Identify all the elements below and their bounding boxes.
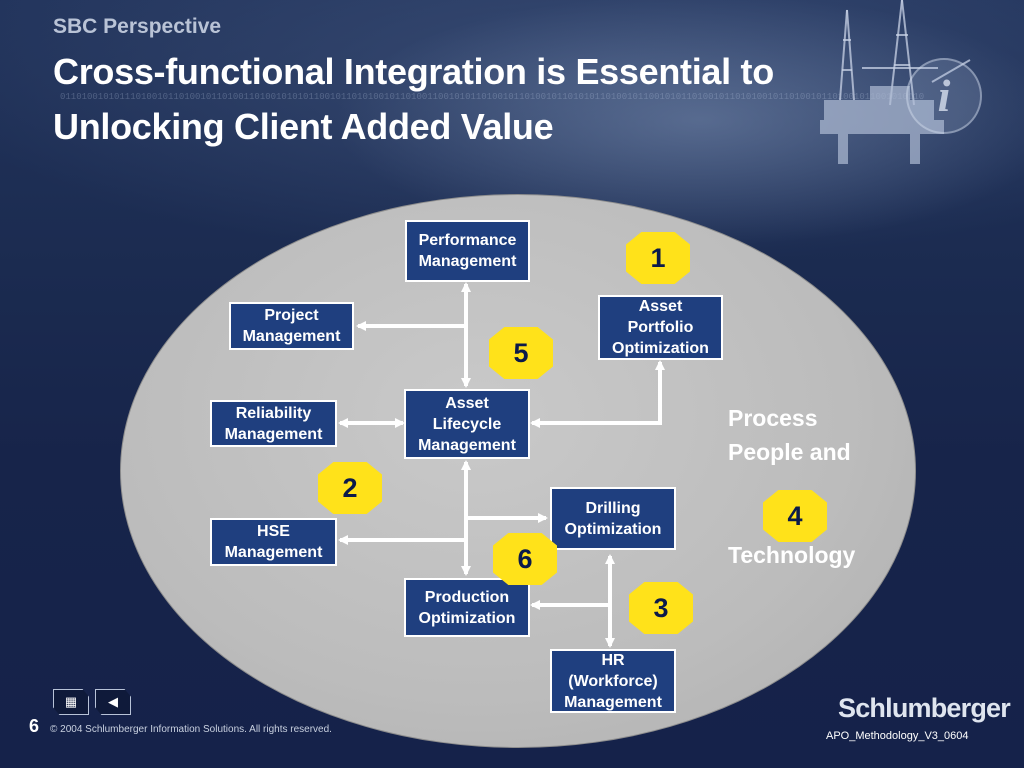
integration-ellipse bbox=[120, 194, 916, 748]
hse-management-box: HSE Management bbox=[210, 518, 337, 566]
people-and-label: People and bbox=[728, 439, 851, 465]
performance-management-box: Performance Management bbox=[405, 220, 530, 282]
production-optimization-box: Production Optimization bbox=[404, 578, 530, 637]
badge-2: 2 bbox=[318, 462, 382, 514]
slide-kicker: SBC Perspective bbox=[53, 15, 222, 38]
hr-workforce-management-box: HR (Workforce) Management bbox=[550, 649, 676, 713]
binary-texture: 0110100101011101001011010010110100110100… bbox=[60, 92, 925, 102]
asset-portfolio-optimization-box: Asset Portfolio Optimization bbox=[598, 295, 723, 360]
project-management-box: Project Management bbox=[229, 302, 354, 350]
asset-lifecycle-management-box: Asset Lifecycle Management bbox=[404, 389, 530, 459]
schlumberger-logo: Schlumberger bbox=[838, 693, 1011, 723]
badge-1: 1 bbox=[626, 232, 690, 284]
slide-title: Cross-functional Integration is Essentia… bbox=[53, 51, 774, 147]
technology-label: Technology bbox=[728, 542, 856, 568]
info-icon: i bbox=[906, 58, 982, 134]
triangle-left-icon: ◀ bbox=[108, 694, 118, 709]
menu-button[interactable]: ▦ bbox=[53, 689, 89, 715]
document-id: APO_Methodology_V3_0604 bbox=[826, 730, 969, 742]
badge-3: 3 bbox=[629, 582, 693, 634]
drilling-optimization-box: Drilling Optimization bbox=[550, 487, 676, 550]
badge-5: 5 bbox=[489, 327, 553, 379]
copyright-text: © 2004 Schlumberger Information Solution… bbox=[50, 724, 332, 735]
process-label: Process bbox=[728, 405, 818, 431]
back-button[interactable]: ◀ bbox=[95, 689, 131, 715]
arrow-portfolio-lifecycle bbox=[530, 360, 665, 428]
badge-6: 6 bbox=[493, 533, 557, 585]
page-number: 6 bbox=[29, 716, 40, 736]
badge-4: 4 bbox=[763, 490, 827, 542]
grid-icon: ▦ bbox=[64, 694, 78, 709]
reliability-management-box: Reliability Management bbox=[210, 400, 337, 447]
